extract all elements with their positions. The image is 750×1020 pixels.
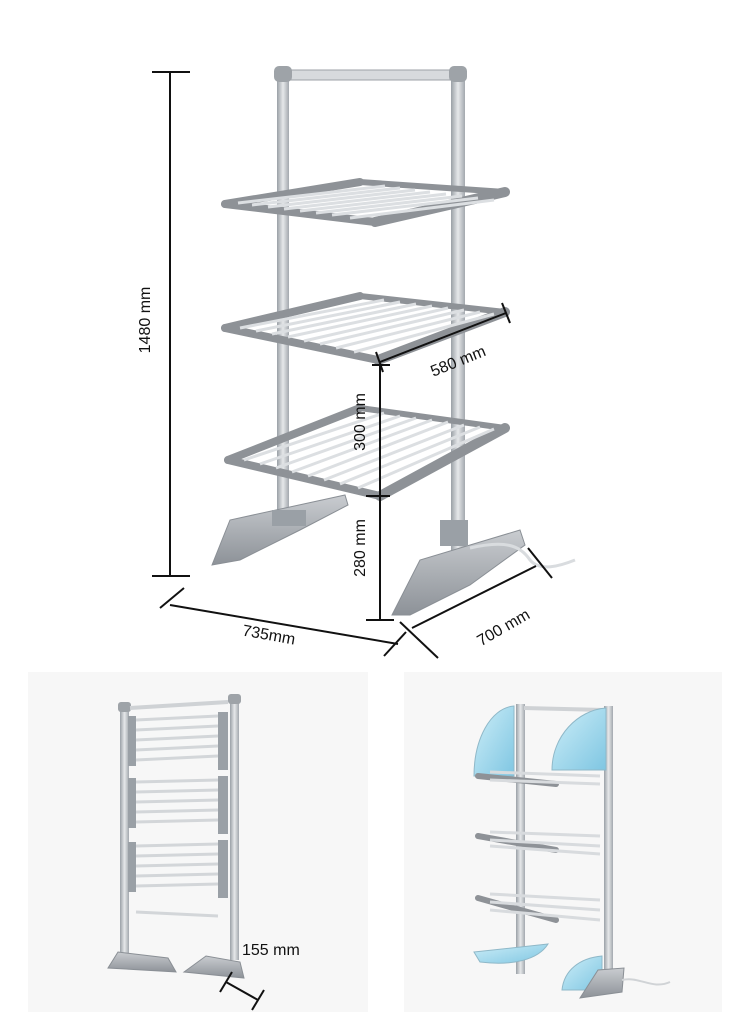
- dryer-with-wings-panel: [404, 672, 722, 1012]
- shelf-top: [221, 178, 510, 227]
- shelf-bottom: [224, 404, 510, 501]
- dim-width-front: 735mm: [241, 623, 297, 649]
- dim-base-height: 280 mm: [352, 519, 369, 577]
- shelf-middle: [221, 292, 510, 365]
- dim-height-total: 1480 mm: [137, 287, 154, 354]
- dim-depth-side: 700 mm: [474, 606, 533, 650]
- dim-shelf-spacing: 300 mm: [352, 393, 369, 451]
- folded-dryer-panel: [28, 672, 368, 1012]
- dimension-lines: [152, 71, 553, 659]
- main-dryer-drawing: [211, 66, 576, 616]
- dim-folded-depth: 155 mm: [242, 942, 300, 959]
